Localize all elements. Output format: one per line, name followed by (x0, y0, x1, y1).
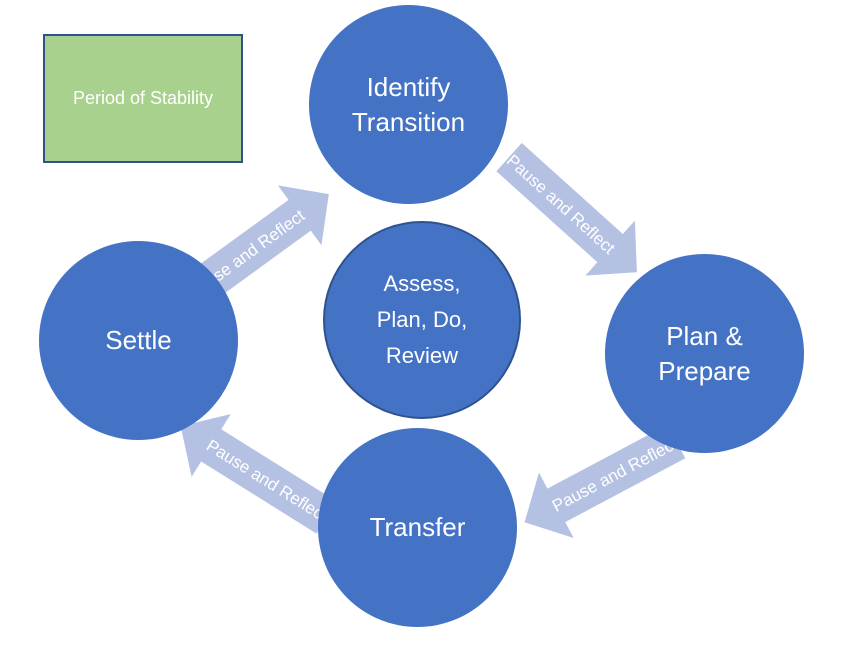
node-plan-and-prepare: Plan & Prepare (605, 254, 804, 453)
arrow-label: Pause and Reflect (203, 436, 331, 526)
arrow-identify-to-plan: Pause and Reflect (496, 143, 637, 276)
node-label: Identify Transition (351, 72, 466, 137)
node-identify-transition: Identify Transition (309, 5, 508, 204)
node-transfer: Transfer (318, 428, 517, 627)
node-label: Plan & Prepare (658, 321, 751, 386)
arrow-label: Pause and Reflect (549, 434, 681, 516)
legend-period-of-stability: Period of Stability (43, 34, 243, 163)
legend-label: Period of Stability (72, 88, 214, 108)
node-settle: Settle (39, 241, 238, 440)
node-label: Transfer (369, 512, 466, 543)
node-label: Settle (105, 325, 172, 356)
node-assess-plan-do-review: Assess, Plan, Do, Review (323, 221, 521, 419)
arrow-label: Pause and Reflect (503, 151, 619, 258)
node-label: Assess, Plan, Do, Review (376, 270, 468, 369)
